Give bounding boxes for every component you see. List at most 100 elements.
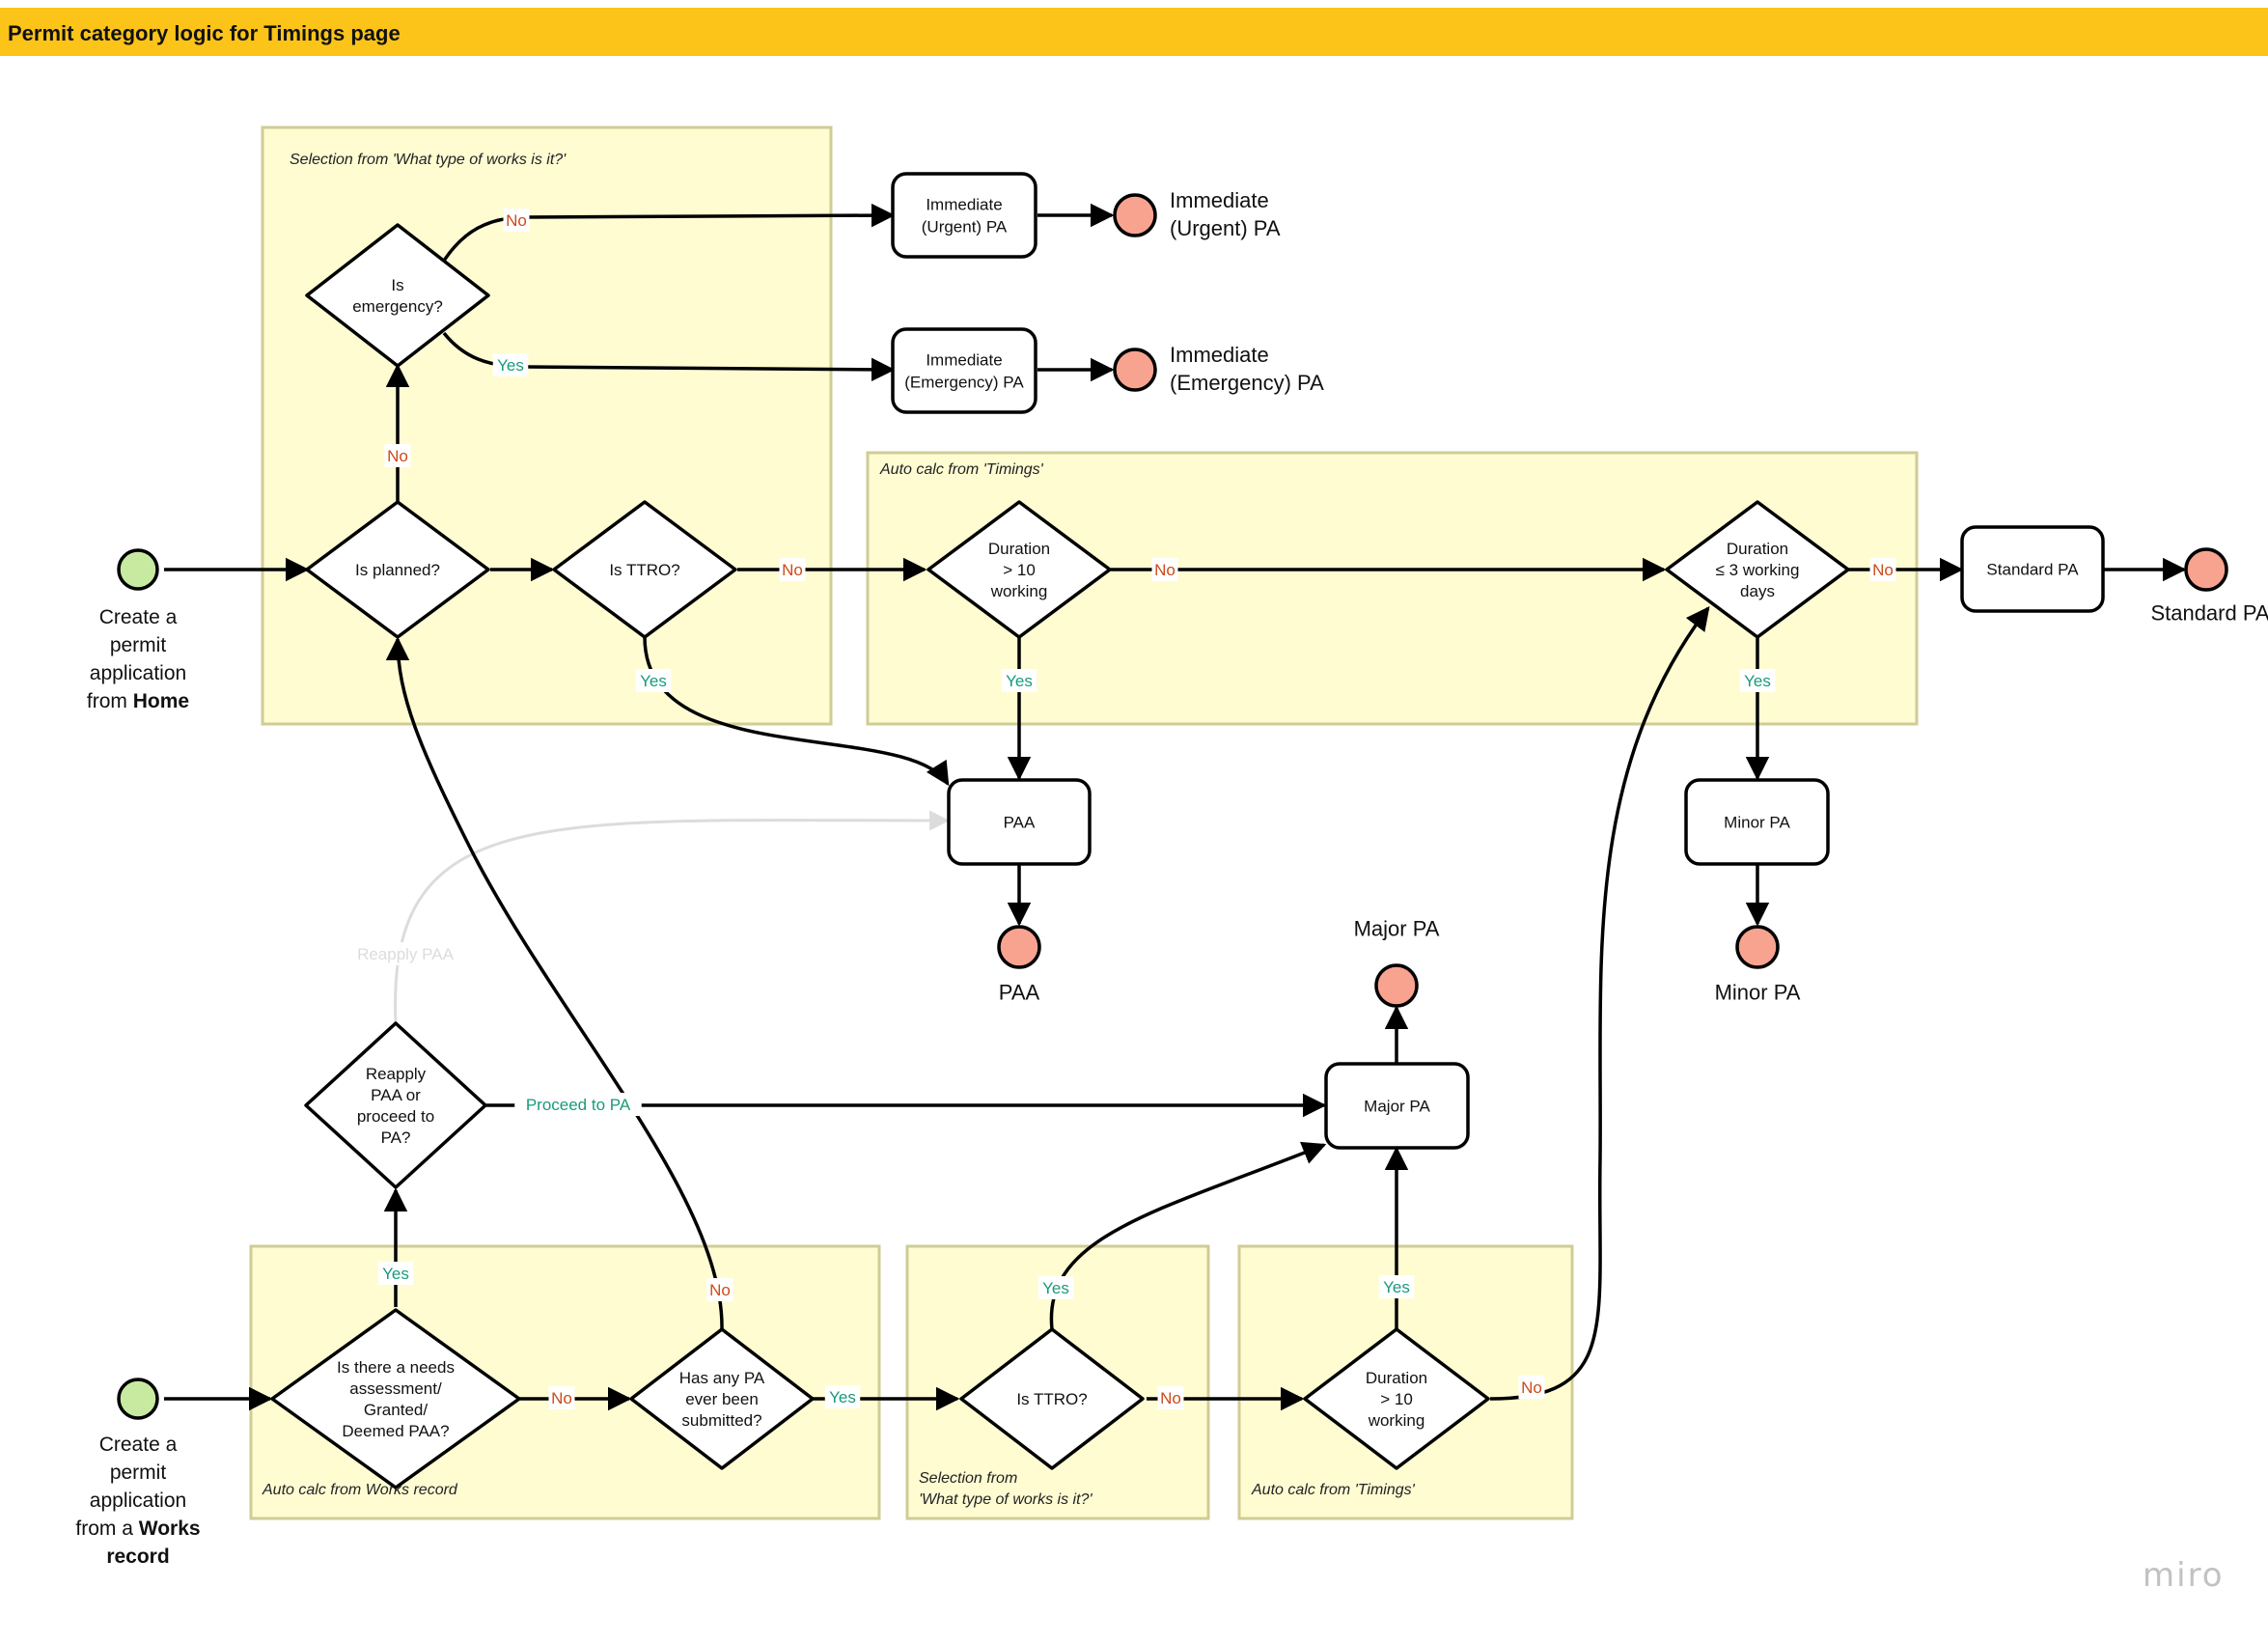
edge-label-bg (1378, 1275, 1415, 1298)
process-standard-pa-label: Standard PA (1986, 560, 2079, 578)
decision-is-ttro-label: Is TTRO? (609, 561, 679, 579)
process-minor-pa-label: Minor PA (1724, 813, 1790, 831)
edge-label-text: Yes (1383, 1278, 1410, 1296)
process-shape (1324, 1062, 1470, 1150)
process-major-pa: Major PA (1324, 1062, 1470, 1150)
edge-label-no: No (706, 1278, 733, 1301)
edge-label-yes: Yes (1037, 1276, 1074, 1299)
edge-label-proceed: Proceed to PA (514, 1093, 642, 1116)
end-immediate-urgent-circle (1113, 193, 1157, 237)
process-immediate-emergency-label: Immediate(Emergency) PA (904, 350, 1024, 391)
edge-label-text: No (551, 1389, 572, 1407)
end-major-pa-label: Major PA (1354, 917, 1440, 941)
process-immediate-emergency: Immediate(Emergency) PA (891, 327, 1037, 414)
title-banner: Permit category logic for Timings page (0, 8, 2268, 56)
process-shape (947, 778, 1092, 866)
edge-label-no: No (384, 444, 411, 467)
end-immediate-emergency-circle (1113, 348, 1157, 392)
edge-label-bg (1037, 1276, 1074, 1299)
edge-label-bg (1151, 558, 1178, 581)
zone-auto-timings-bottom-label: Auto calc from 'Timings' (1251, 1482, 1416, 1498)
decision-shape (305, 223, 490, 368)
process-minor-pa: Minor PA (1684, 778, 1830, 866)
edge-label-no: No (1151, 558, 1178, 581)
edge-label-bg (706, 1278, 733, 1301)
edge-label-bg (824, 1385, 861, 1408)
end-major-pa-circle (1374, 963, 1419, 1008)
decision-shape (552, 500, 737, 639)
edge-label-text: No (506, 211, 527, 230)
edge-label-text: Yes (1744, 672, 1771, 690)
process-paa-label: PAA (1004, 813, 1036, 831)
edge-label-text: Proceed to PA (526, 1096, 631, 1114)
zone-selection-top-label: Selection from 'What type of works is it… (290, 152, 567, 168)
edge-label-bg (1518, 1376, 1545, 1399)
edge-label-yes: Yes (635, 669, 672, 692)
edge-anypa-no-to-planned (385, 636, 724, 1330)
end-minor-pa-label: Minor PA (1715, 981, 1801, 1005)
process-immediate-urgent-label: Immediate(Urgent) PA (922, 195, 1008, 236)
decision-shape (270, 1308, 521, 1490)
decision-shape (927, 500, 1112, 639)
process-shape (1960, 525, 2105, 613)
start-works-record-circle (117, 1378, 159, 1420)
edge-label-text: No (1160, 1389, 1181, 1407)
process-paa: PAA (947, 778, 1092, 866)
edge-label-text: Yes (1042, 1279, 1069, 1297)
process-shape (891, 327, 1037, 414)
decision-is-ttro: Is TTRO? (552, 500, 737, 639)
edge-label-bg (779, 558, 806, 581)
edge-label-bg (503, 209, 530, 232)
edge-label-bg (384, 444, 411, 467)
edge-label-reapply: Reapply PAA (350, 942, 460, 965)
edge-label-text: No (1521, 1378, 1542, 1397)
edge-label-text: No (782, 561, 803, 579)
edge-label-text: Yes (382, 1265, 409, 1283)
decision-shape (1665, 500, 1850, 639)
decision-is-ttro-2-label: Is TTRO? (1016, 1390, 1087, 1408)
edge-label-no: No (503, 209, 530, 232)
zone-auto-timings-top-label: Auto calc from 'Timings' (879, 461, 1044, 478)
edge-label-text: Yes (829, 1388, 856, 1406)
decision-shape (304, 1021, 487, 1189)
process-major-pa-label: Major PA (1364, 1097, 1430, 1115)
decision-is-ttro-2: Is TTRO? (959, 1327, 1145, 1470)
edge-label-no: No (548, 1386, 575, 1409)
end-minor-pa-circle (1735, 925, 1780, 969)
edge-label-text: Reapply PAA (357, 945, 455, 963)
end-immediate-urgent-label: Immediate(Urgent) PA (1170, 188, 1281, 240)
edge-label-text: Yes (497, 356, 524, 375)
zone-works-record-label: Auto calc from Works record (262, 1482, 458, 1498)
edge-label-text: No (387, 447, 408, 465)
start-home-circle (117, 548, 159, 591)
edge-label-text: Yes (1006, 672, 1033, 690)
edge-label-no: No (1518, 1376, 1545, 1399)
edge-label-text: Yes (640, 672, 667, 690)
edge-label-bg (377, 1262, 414, 1285)
edge-label-bg (635, 669, 672, 692)
process-shape (1684, 778, 1830, 866)
decision-shape (305, 500, 490, 639)
edge-label-bg (1001, 669, 1037, 692)
decision-shape (1303, 1327, 1490, 1470)
process-standard-pa: Standard PA (1960, 525, 2105, 613)
edge-label-yes: Yes (824, 1385, 861, 1408)
end-paa-label: PAA (999, 981, 1040, 1005)
zone-selection-bottom-label: Selection from'What type of works is it?… (919, 1470, 1093, 1508)
edge-label-no: No (1157, 1386, 1184, 1409)
edge-label-bg (1157, 1386, 1184, 1409)
